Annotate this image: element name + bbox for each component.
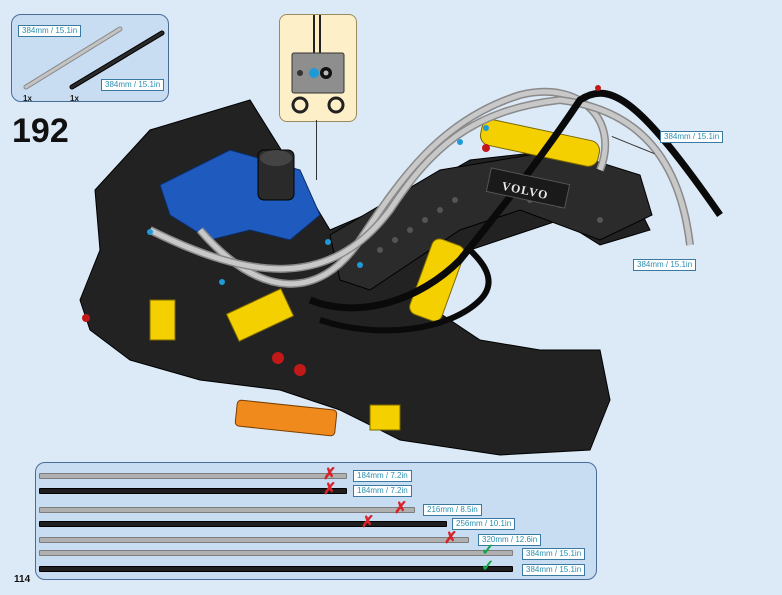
model-illustration: VOLVO	[79, 85, 723, 456]
hose-ruler-black	[39, 521, 447, 527]
ruler-length-label: 184mm / 7.2in	[353, 470, 412, 482]
accept-mark-icon: ✓	[481, 558, 495, 575]
parts-callout: 384mm / 15.1in 1x 384mm / 15.1in 1x	[11, 14, 169, 103]
reject-mark-icon: ✗	[444, 530, 458, 547]
connector-callout	[279, 14, 357, 122]
callout-leader-line	[316, 120, 317, 180]
pneumatic-connector-icon	[291, 15, 345, 114]
hose-length-label: 384mm / 15.1in	[660, 131, 724, 143]
ruler-length-label: 320mm / 12.6in	[478, 534, 542, 546]
hose-length-label: 384mm / 15.1in	[633, 259, 697, 271]
hose-ruler-grey	[39, 537, 469, 543]
part-length-label: 384mm / 15.1in	[18, 25, 82, 37]
hose-ruler-grey	[39, 507, 415, 513]
reject-mark-icon: ✗	[323, 481, 337, 498]
hose-ruler-black	[39, 488, 347, 494]
reject-mark-icon: ✗	[361, 514, 375, 531]
hose-ruler-black	[39, 566, 513, 572]
accept-mark-icon: ✓	[481, 542, 495, 559]
step-number: 192	[12, 112, 69, 150]
ruler-length-label: 384mm / 15.1in	[522, 564, 586, 576]
reject-mark-icon: ✗	[323, 466, 337, 483]
hose-ruler-grey	[39, 473, 347, 479]
ruler-length-label: 384mm / 15.1in	[522, 548, 586, 560]
ruler-length-label: 184mm / 7.2in	[353, 485, 412, 497]
part-length-label: 384mm / 15.1in	[101, 79, 165, 91]
reject-mark-icon: ✗	[394, 500, 408, 517]
hose-ruler-grey	[39, 550, 513, 556]
part-quantity: 1x	[23, 94, 32, 103]
ruler-length-label: 216mm / 8.5in	[423, 504, 482, 516]
ruler-length-label: 256mm / 10.1in	[452, 518, 516, 530]
part-quantity: 1x	[70, 94, 79, 103]
page-number: 114	[14, 574, 31, 585]
hose-grey-part	[23, 26, 165, 90]
